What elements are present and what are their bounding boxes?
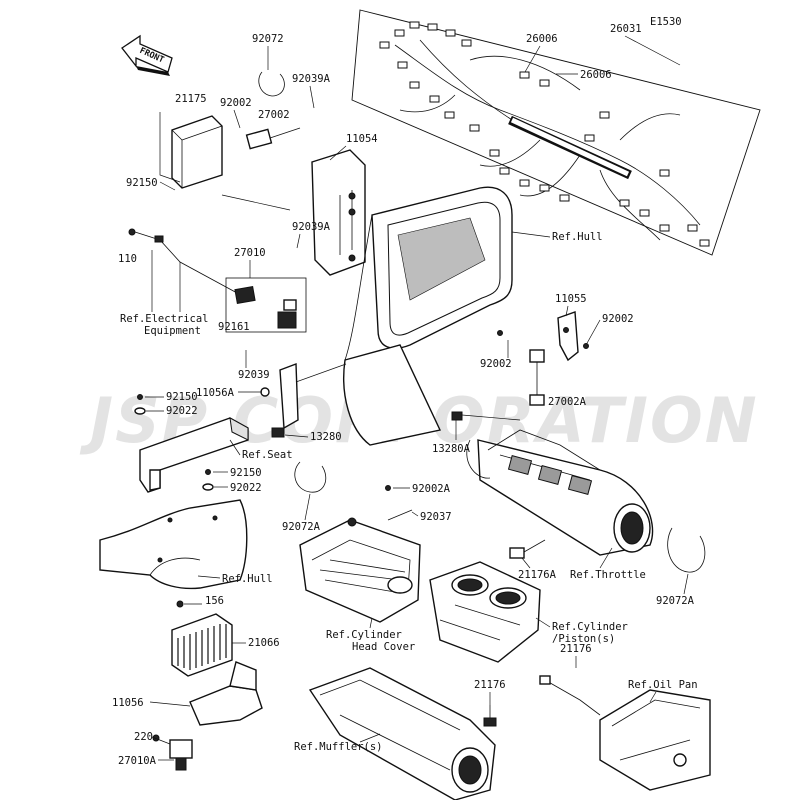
hull-opening <box>343 186 513 446</box>
label-ref-electrical-2: Equipment <box>144 325 201 337</box>
label-ref-hull-low: Ref.Hull <box>222 573 273 585</box>
label-11054: 11054 <box>346 133 378 145</box>
label-ref-cyl-pist-1: Ref.Cylinder <box>552 621 628 633</box>
label-ref-muffler: Ref.Muffler(s) <box>294 741 383 753</box>
oil-pan <box>599 689 711 791</box>
cylinder-head-cover <box>299 517 421 623</box>
label-156: 156 <box>205 595 224 607</box>
label-21176-b: 21176 <box>560 643 592 655</box>
label-92072: 92072 <box>252 33 284 45</box>
label-21176A: 21176A <box>518 569 557 581</box>
bracket-11056 <box>189 661 263 726</box>
label-27002: 27002 <box>258 109 290 121</box>
label-ref-seat: Ref.Seat <box>242 449 293 461</box>
relay-27002 <box>245 127 301 150</box>
label-13280A: 13280A <box>432 443 471 455</box>
label-21175: 21175 <box>175 93 207 105</box>
label-27010: 27010 <box>234 247 266 259</box>
bracket-11055 <box>557 311 579 362</box>
label-13280: 13280 <box>310 431 342 443</box>
lower-hull <box>99 499 248 590</box>
label-92002-r1: 92002 <box>602 313 634 325</box>
main-harness <box>351 9 761 256</box>
label-ref-oil-pan: Ref.Oil Pan <box>628 679 698 691</box>
label-220: 220 <box>134 731 153 743</box>
throttle-body <box>466 429 654 556</box>
label-92150-a: 92150 <box>126 177 158 189</box>
label-110: 110 <box>118 253 137 265</box>
relay-27010A <box>152 734 193 771</box>
diagram-code: E1530 <box>650 16 682 28</box>
label-21066: 21066 <box>248 637 280 649</box>
label-26006-b: 26006 <box>580 69 612 81</box>
ecu-21175 <box>171 115 223 189</box>
label-92150-c: 92150 <box>230 467 262 479</box>
cylinder-block <box>429 561 541 663</box>
clip-13280 <box>271 427 285 438</box>
relay-27010 <box>225 277 307 333</box>
label-92161: 92161 <box>218 321 250 333</box>
band-92037 <box>387 509 413 521</box>
label-92022-a: 92022 <box>166 405 198 417</box>
label-11056: 11056 <box>112 697 144 709</box>
label-27010A: 27010A <box>118 755 157 767</box>
label-ref-cyl-head-2: Head Cover <box>352 641 415 653</box>
sensor-21176 <box>483 675 601 727</box>
label-ref-cyl-head-1: Ref.Cylinder <box>326 629 402 641</box>
label-21176-a: 21176 <box>474 679 506 691</box>
front-arrow-icon: FRONT <box>121 34 173 76</box>
label-92039A-mid: 92039A <box>292 221 331 233</box>
label-92039A-top: 92039A <box>292 73 331 85</box>
label-27002A: 27002A <box>548 396 587 408</box>
label-92072A-left: 92072A <box>282 521 321 533</box>
label-92037: 92037 <box>420 511 452 523</box>
clamp-92072A-right <box>667 527 706 573</box>
bracket-11054 <box>311 149 366 276</box>
label-26006-a: 26006 <box>526 33 558 45</box>
label-92002A: 92002A <box>412 483 451 495</box>
label-26031: 26031 <box>610 23 642 35</box>
clip-13280A <box>451 411 463 421</box>
clamp-92072 <box>258 71 285 97</box>
label-11055: 11055 <box>555 293 587 305</box>
muffler <box>308 667 496 801</box>
label-11056A: 11056A <box>196 387 235 399</box>
label-92072A-right: 92072A <box>656 595 695 607</box>
seat-bracket <box>139 417 249 493</box>
sensor-21176A <box>509 539 546 559</box>
label-92002-top: 92002 <box>220 97 252 109</box>
ground-lead-110 <box>128 228 251 301</box>
bracket-11056A <box>260 363 299 430</box>
label-ref-hull-top: Ref.Hull <box>552 231 603 243</box>
label-ref-cyl-pist-2: /Piston(s) <box>552 633 615 645</box>
relay-27002A <box>529 349 545 406</box>
label-92002-r2: 92002 <box>480 358 512 370</box>
label-92150-b: 92150 <box>166 391 198 403</box>
label-92039: 92039 <box>238 369 270 381</box>
label-ref-throttle: Ref.Throttle <box>570 569 646 581</box>
clamp-92072A-left <box>294 461 327 493</box>
label-ref-electrical-1: Ref.Electrical <box>120 313 209 325</box>
labels: E1530 26031 26006 26006 92072 92039A 211… <box>112 16 698 767</box>
label-92022-b: 92022 <box>230 482 262 494</box>
regulator-21066 <box>171 600 233 677</box>
